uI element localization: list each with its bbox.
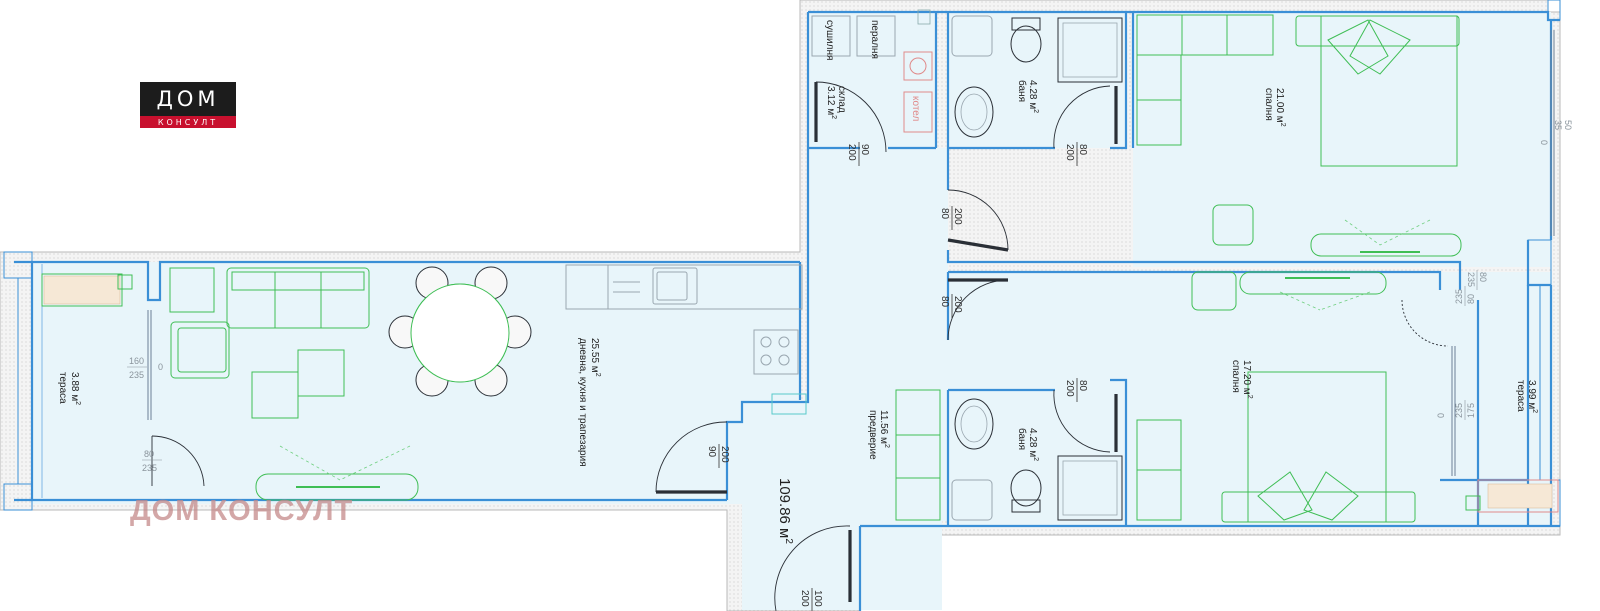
svg-text:235: 235 — [1454, 403, 1464, 418]
bath-bottom-door-dim: 80 200 — [1064, 378, 1088, 402]
washer-label: пералня — [869, 20, 880, 59]
hall-wardrobe — [895, 389, 941, 521]
watermark: ДОМ КОНСУЛТ — [130, 495, 353, 527]
dryer-label: сушилня — [824, 20, 835, 60]
bath-top-fixtures — [951, 15, 1123, 138]
svg-text:4.28 м2: 4.28 м2 — [1027, 80, 1039, 113]
bath-top-door-dim: 80 200 — [1064, 142, 1088, 166]
svg-text:235: 235 — [1454, 289, 1464, 304]
svg-text:котел: котел — [910, 96, 921, 122]
hall-label: предверие 11.56 м2 — [867, 410, 890, 460]
svg-text:3.88 м2: 3.88 м2 — [69, 372, 81, 405]
svg-text:50: 50 — [1563, 120, 1573, 130]
svg-text:200: 200 — [1064, 380, 1075, 397]
bedroom-top-furniture — [1136, 14, 1462, 257]
bedroom-bottom-label: спалня 17.20 м2 — [1230, 360, 1253, 399]
svg-text:160: 160 — [129, 356, 144, 366]
boiler-label: котел — [910, 96, 921, 122]
svg-text:тераса: тераса — [57, 372, 68, 404]
bath-top-label: баня 4.28 м2 — [1016, 80, 1039, 113]
svg-text:0: 0 — [1436, 413, 1446, 418]
svg-text:спалня: спалня — [1230, 360, 1241, 393]
svg-text:тераса: тераса — [1515, 380, 1526, 412]
bath-bottom-fixtures — [951, 398, 1123, 521]
bedroom-top-window-dim: 35 50 0 — [1539, 120, 1573, 145]
terrace-right-door-top-dim: 80 235 — [1466, 270, 1488, 290]
svg-text:3.99 м2: 3.99 м2 — [1526, 380, 1538, 413]
svg-text:баня: баня — [1016, 80, 1028, 102]
svg-text:200: 200 — [846, 144, 857, 161]
terrace-left-label: тераса 3.88 м2 — [57, 372, 81, 405]
living-label: дневна, кухня и трапезария 25.55 м2 — [577, 338, 601, 467]
logo-top-text: ДОМ — [156, 87, 219, 111]
svg-text:предверие: предверие — [867, 410, 878, 460]
company-logo: ДОМ КОНСУЛТ — [140, 82, 236, 128]
living-door-dim: 200 90 — [706, 444, 730, 468]
total-area: 109.86 м2 — [776, 478, 794, 544]
svg-text:3.12 м2: 3.12 м2 — [825, 86, 837, 119]
svg-text:80: 80 — [1077, 144, 1088, 156]
bedroom-top-door-dim: 200 80 — [939, 206, 963, 230]
svg-text:90: 90 — [706, 446, 717, 458]
svg-text:дневна, кухня и трапезария: дневна, кухня и трапезария — [577, 338, 588, 467]
terrace-left-door-dim: 80 235 — [142, 449, 162, 473]
svg-text:пералня: пералня — [869, 20, 880, 59]
storage-label: склад 3.12 м2 — [825, 86, 847, 119]
svg-text:80: 80 — [144, 449, 154, 459]
terrace-right-window-dim: 235 175 0 — [1436, 400, 1476, 420]
svg-text:80: 80 — [939, 296, 950, 308]
svg-text:235: 235 — [142, 463, 157, 473]
svg-text:21.00 м2: 21.00 м2 — [1274, 88, 1286, 127]
svg-text:235: 235 — [1466, 272, 1476, 287]
svg-text:175: 175 — [1466, 403, 1476, 418]
terrace-right-rail — [1451, 0, 1561, 527]
svg-text:спалня: спалня — [1263, 88, 1274, 121]
svg-text:сушилня: сушилня — [824, 20, 835, 60]
svg-text:80: 80 — [939, 208, 950, 220]
svg-text:80: 80 — [1077, 380, 1088, 392]
svg-text:80: 80 — [1478, 272, 1488, 282]
logo-bottom-text: КОНСУЛТ — [158, 118, 218, 127]
terrace-right-label: тераса 3.99 м2 — [1515, 380, 1538, 413]
living-furniture — [169, 264, 807, 501]
dining-chairs — [388, 266, 532, 397]
svg-text:200: 200 — [799, 590, 810, 607]
svg-text:11.56 м2: 11.56 м2 — [878, 410, 890, 448]
bedroom-top-label: спалня 21.00 м2 — [1263, 88, 1286, 127]
svg-text:200: 200 — [719, 446, 730, 463]
svg-text:100: 100 — [812, 590, 823, 607]
bedroom-bottom-furniture — [1136, 271, 1416, 523]
svg-text:109.86 м2: 109.86 м2 — [776, 478, 794, 544]
floors — [32, 12, 1552, 610]
svg-text:200: 200 — [952, 208, 963, 225]
terrace-right-door-mid-dim: 235 80 — [1454, 286, 1476, 306]
svg-text:200: 200 — [1064, 144, 1075, 161]
room-labels: тераса 3.88 м2 дневна, кухня и трапезари… — [57, 20, 1538, 467]
entrance-door-dim: 100 200 — [799, 588, 823, 611]
dimension-labels: 90 200 80 200 200 80 200 80 80 200 200 9… — [127, 120, 1573, 611]
svg-text:4.28 м2: 4.28 м2 — [1027, 428, 1039, 461]
svg-text:200: 200 — [952, 296, 963, 313]
svg-text:0: 0 — [1539, 140, 1549, 145]
storage-door-dim: 90 200 — [846, 142, 870, 166]
svg-text:0: 0 — [158, 362, 163, 372]
bedroom-bottom-door-dim: 200 80 — [939, 294, 963, 318]
doors — [151, 81, 1449, 611]
bath-bottom-label: баня 4.28 м2 — [1016, 428, 1039, 461]
svg-text:235: 235 — [129, 370, 144, 380]
svg-text:80: 80 — [1466, 294, 1476, 304]
svg-text:90: 90 — [859, 144, 870, 156]
svg-text:склад: склад — [836, 86, 847, 113]
svg-text:35: 35 — [1553, 120, 1563, 130]
living-area: 25.55 м2 — [589, 338, 601, 377]
svg-text:17.20 м2: 17.20 м2 — [1241, 360, 1253, 399]
terrace-left-rail — [3, 251, 152, 511]
terrace-left-window-dim: 160 235 0 — [127, 356, 163, 380]
svg-text:баня: баня — [1016, 428, 1028, 450]
